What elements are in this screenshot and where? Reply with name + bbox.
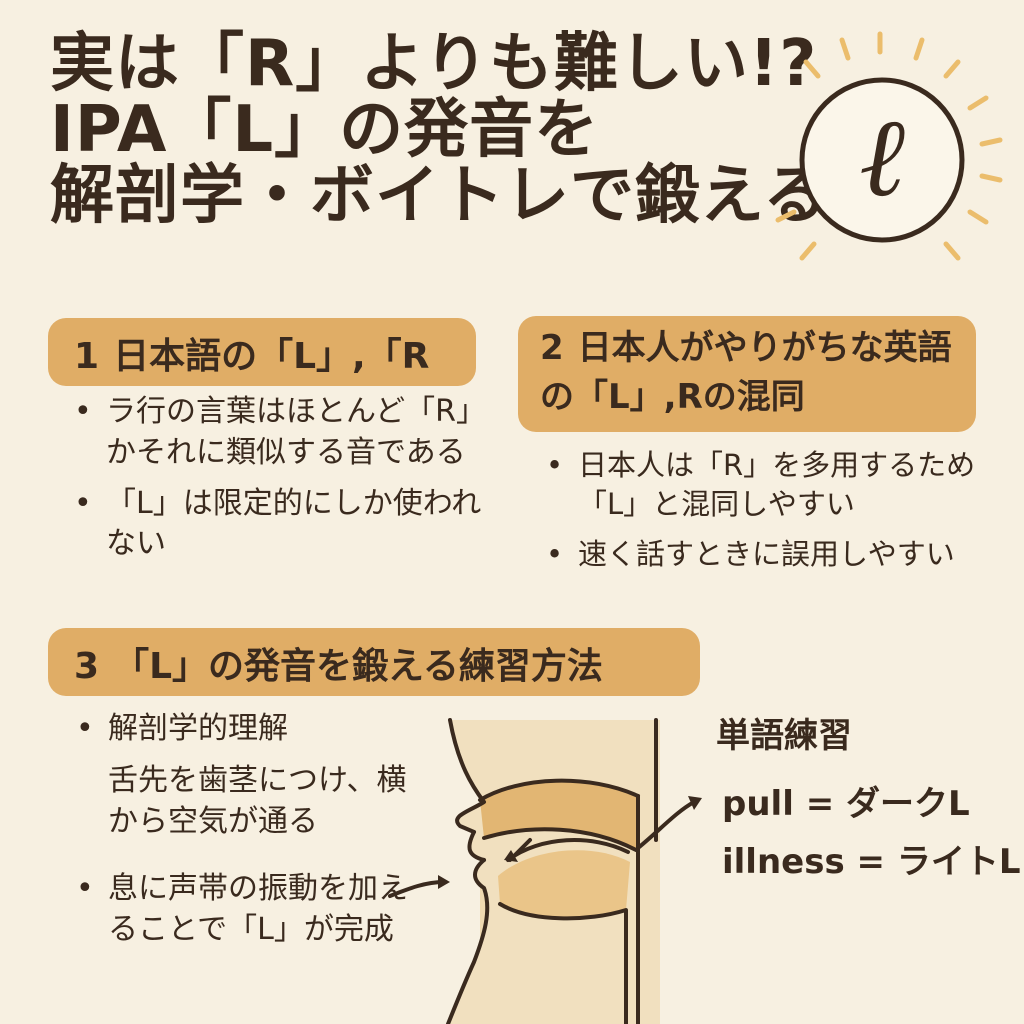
logo-letter: ℓ <box>859 93 905 221</box>
script-l-sun-icon: ℓ <box>775 31 1003 261</box>
section-1-heading-text: 日本語の「L」,「R <box>113 336 430 377</box>
section-1-bullet: 「L」は限定的にしか使われない <box>70 484 510 566</box>
word-practice-title: 単語練習 <box>716 716 852 756</box>
section-3-bullet-text: 解剖学的理解 <box>108 711 288 746</box>
section-3-heading-text: 「L」の発音を鍛える練習方法 <box>113 646 603 687</box>
section-2-number: 2 <box>540 328 564 368</box>
section-3-heading: 3 「L」の発音を鍛える練習方法 <box>48 628 700 696</box>
word-practice-item: pull = ダークL <box>722 784 970 824</box>
section-1-bullet: ラ行の言葉はほとんど「R」かそれに類似する音である <box>70 392 510 474</box>
section-3-bullet-anatomy: •解剖学的理解 <box>76 711 288 746</box>
section-3-number: 3 <box>74 646 100 687</box>
section-3-bullet-vocal: •息に声帯の振動を加えることで「L」が完成 <box>76 871 408 948</box>
section-2-bullet: 日本人は「R」を多用するため「L」と混同しやすい <box>542 446 1012 525</box>
title-line-2: IPA「L」の発音を <box>50 92 600 167</box>
section-1-list: ラ行の言葉はほとんど「R」かそれに類似する音である 「L」は限定的にしか使われな… <box>70 392 510 575</box>
title-line-1: 実は「R」よりも難しい!? <box>50 27 818 101</box>
section-2-list: 日本人は「R」を多用するため「L」と混同しやすい 速く話すときに誤用しやすい <box>542 446 1012 584</box>
section-1-number: 1 <box>74 336 100 377</box>
section-1-heading: 1 日本語の「L」,「R <box>48 318 476 386</box>
mouth-anatomy-illustration <box>388 718 702 1024</box>
section-3-description: 舌先を歯茎につけ、横から空気が通る <box>108 763 407 840</box>
word-practice-item: illness = ライトL <box>722 842 1021 882</box>
section-2-bullet: 速く話すときに誤用しやすい <box>542 535 1012 575</box>
main-title: 実は「R」よりも難しい!? IPA「L」の発音を 解剖学・ボイトレで鍛える! <box>50 27 859 233</box>
title-line-3: 解剖学・ボイトレで鍛える! <box>50 158 859 233</box>
section-3-bullet-text: 息に声帯の振動を加えることで「L」が完成 <box>108 871 408 948</box>
section-2-heading-text: 日本人がやりがちな英語の「L」,Rの混同 <box>540 328 952 418</box>
